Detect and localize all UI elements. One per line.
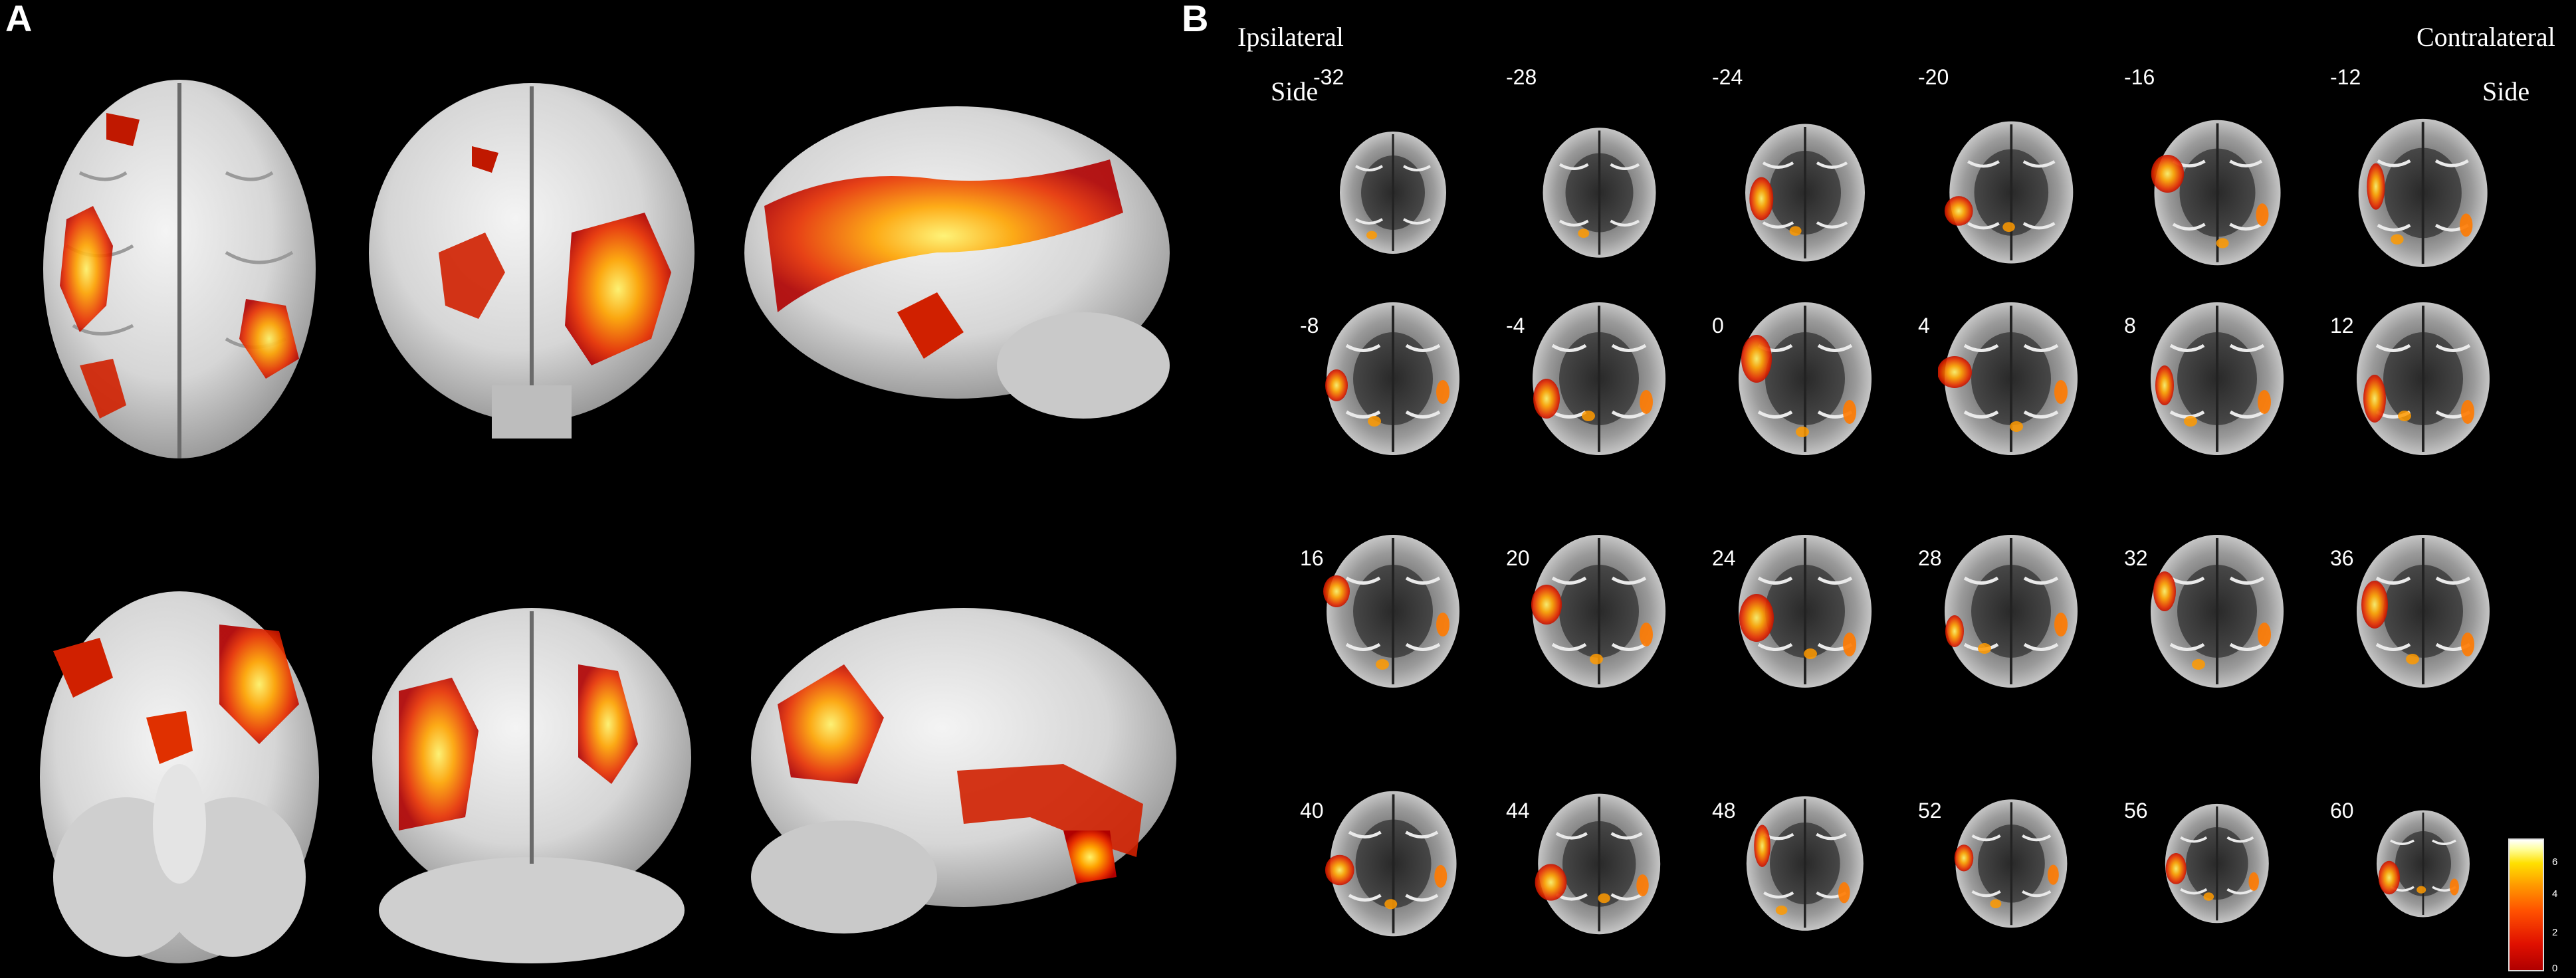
axial-slice-image	[1739, 535, 1872, 688]
ipsilateral-label: Ipsilateral	[1237, 22, 1344, 52]
brain-right-lateral-view	[744, 106, 1170, 419]
axial-slice-image	[2151, 302, 2284, 455]
axial-slice-image	[1323, 535, 1459, 688]
axial-slice-image	[1954, 799, 2067, 928]
slice-coordinate-label: 24	[1712, 546, 1736, 570]
axial-slice-image	[2357, 535, 2490, 688]
slice-coordinate-label: 32	[2124, 546, 2148, 570]
axial-slice-image	[2377, 810, 2470, 918]
contralateral-side-label: Side	[2482, 76, 2530, 106]
axial-slice-image	[1535, 793, 1660, 934]
slice-coordinate-label: -28	[1506, 65, 1537, 89]
colorbar-tick-label: 6	[2552, 856, 2558, 868]
contralateral-label: Contralateral	[2416, 22, 2555, 52]
axial-slice-image	[1746, 796, 1864, 931]
brain-front-view	[369, 83, 695, 439]
slice-coordinate-label: 44	[1506, 799, 1530, 823]
panel-b-label: B	[1182, 0, 1209, 39]
slice-coordinate-label: 52	[1918, 799, 1942, 823]
brain-left-lateral-view	[751, 608, 1176, 933]
ipsilateral-side-label: Side	[1271, 76, 1319, 106]
slice-coordinate-label: 48	[1712, 799, 1736, 823]
slice-coordinate-label: -32	[1313, 65, 1344, 89]
slice-coordinate-label: 40	[1300, 799, 1324, 823]
slice-coordinate-label: 60	[2330, 799, 2354, 823]
slice-coordinate-label: 0	[1712, 314, 1724, 338]
axial-slice-image	[1945, 535, 2078, 688]
axial-slice-image	[1531, 535, 1665, 688]
axial-slice-image	[2358, 118, 2488, 267]
slice-coordinate-label: -20	[1918, 65, 1949, 89]
slice-coordinate-label: 36	[2330, 546, 2354, 570]
slice-coordinate-label: -24	[1712, 65, 1743, 89]
axial-slice-image	[1739, 302, 1872, 455]
axial-slice-image	[2151, 535, 2284, 688]
slice-coordinate-label: 56	[2124, 799, 2148, 823]
axial-slice-image	[2151, 120, 2280, 266]
axial-slice-image	[1944, 122, 2073, 264]
slice-coordinate-label: -4	[1506, 314, 1525, 338]
slice-coordinate-label: 12	[2330, 314, 2354, 338]
slice-coordinate-label: -12	[2330, 65, 2361, 89]
brain-bottom-view	[40, 591, 319, 963]
colorbar	[2508, 838, 2544, 971]
panel-a-label: A	[5, 0, 33, 39]
slice-coordinate-label: -16	[2124, 65, 2155, 89]
slice-coordinate-label: 8	[2124, 314, 2136, 338]
slice-coordinate-label: -8	[1300, 314, 1319, 338]
axial-slice-image	[1543, 128, 1656, 258]
colorbar-tick-label: 0	[2552, 963, 2558, 974]
slice-coordinate-label: 4	[1918, 314, 1930, 338]
brain-back-view	[372, 608, 691, 963]
axial-slice-image	[1745, 124, 1865, 262]
colorbar-tick-label: 2	[2552, 927, 2558, 938]
axial-slice-image	[2357, 302, 2490, 455]
axial-slice-image	[2165, 804, 2269, 924]
colorbar-tick-label: 4	[2552, 888, 2558, 900]
axial-slice-image	[1325, 791, 1456, 937]
axial-slice-image	[1938, 302, 2078, 455]
brain-top-view	[43, 80, 316, 458]
slice-coordinate-label: 20	[1506, 546, 1530, 570]
slice-coordinate-label: 28	[1918, 546, 1942, 570]
axial-slice-image	[1325, 302, 1459, 455]
axial-slice-image	[1533, 302, 1665, 455]
axial-slice-image	[1340, 132, 1446, 254]
slice-coordinate-label: 16	[1300, 546, 1324, 570]
